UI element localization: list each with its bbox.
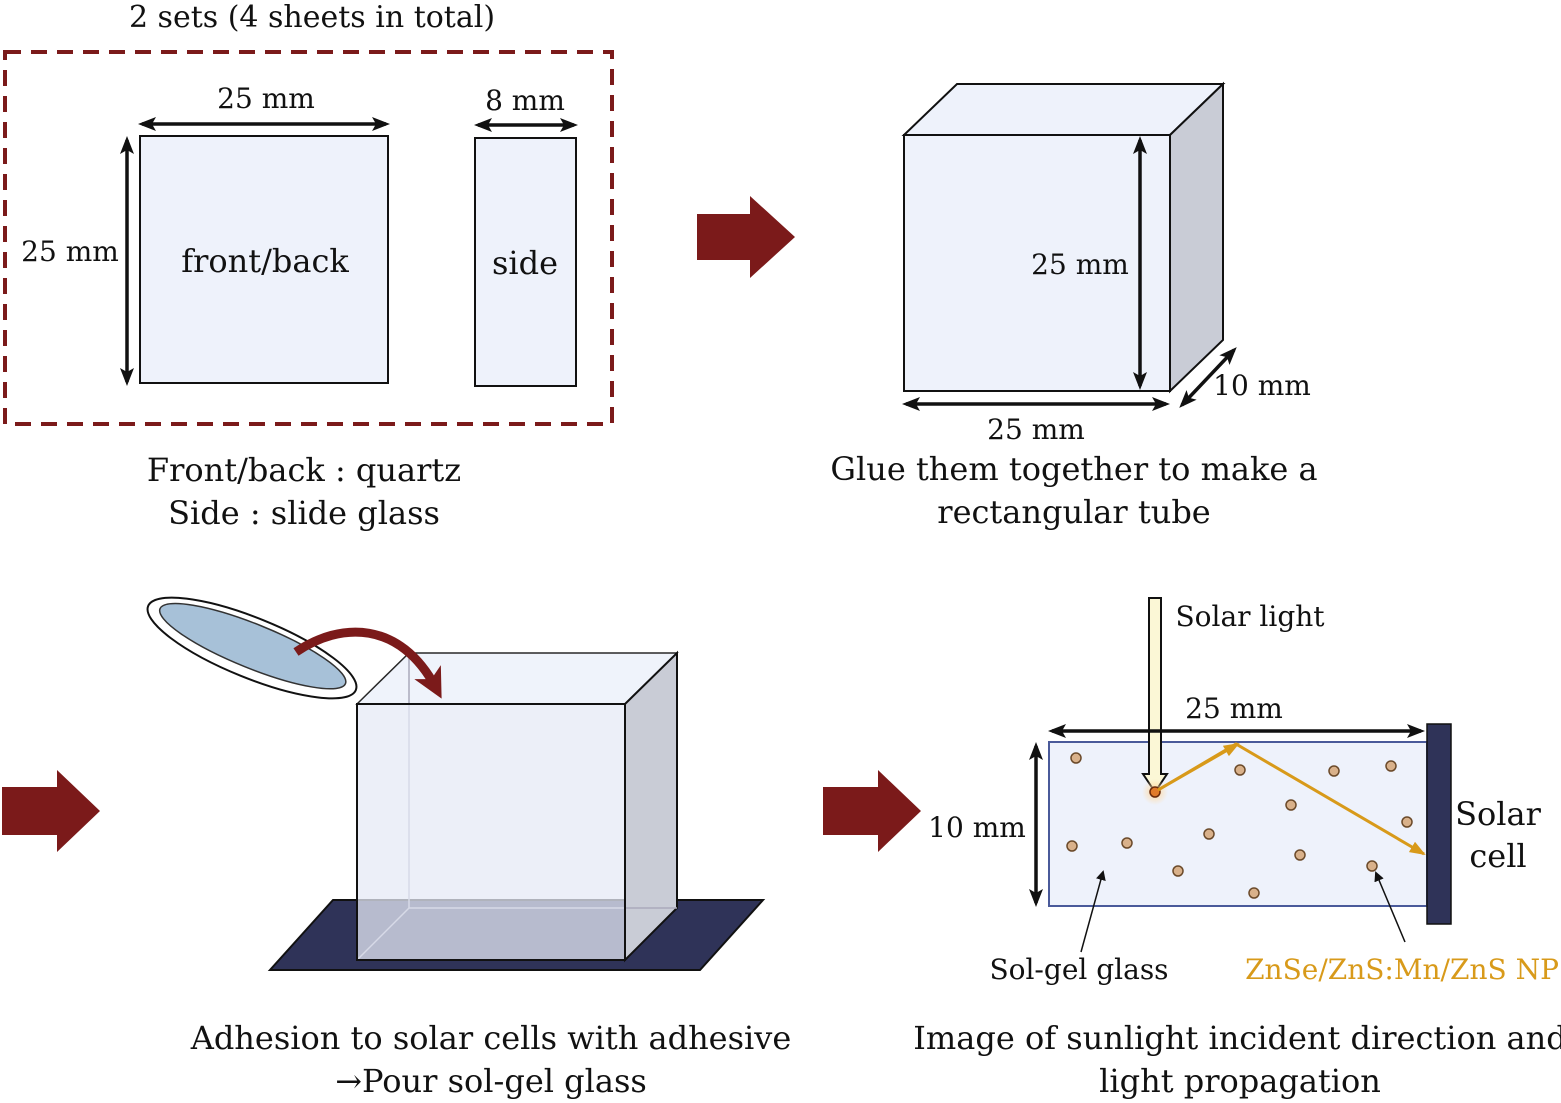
nanoparticle-pointer	[1374, 871, 1406, 943]
side-sheet	[474, 137, 577, 387]
nanoparticle-dots	[1066, 752, 1413, 899]
nanoparticle	[1172, 865, 1184, 877]
nanoparticle	[1121, 837, 1133, 849]
nanoparticle	[1285, 799, 1297, 811]
tube-height-label: 25 mm	[1031, 248, 1129, 281]
petri-dish	[146, 596, 358, 700]
panel-light-propagation: Solar light 25 mm 10 mm Sol-gel glass	[913, 597, 1561, 1100]
sheet-set-dashed-box	[3, 50, 614, 426]
step-arrow-3	[823, 770, 921, 852]
pour-curved-arrow	[293, 627, 442, 699]
nanoparticle-label: ZnSe/ZnS:Mn/ZnS NP	[1245, 953, 1559, 986]
solar-cell-label-line2: cell	[1469, 837, 1526, 875]
nanoparticle	[1234, 764, 1246, 776]
nanoparticle	[1366, 860, 1378, 872]
solar-cell-label-line1: Solar	[1455, 795, 1542, 833]
panel-sheet-dimensions: 2 sets (4 sheets in total) 25 mm 25 mm f…	[3, 0, 614, 532]
tube-depth-label: 10 mm	[1213, 369, 1311, 402]
tube-width-label: 25 mm	[987, 413, 1085, 446]
panel2-caption-line2: rectangular tube	[937, 493, 1210, 531]
block-height-label: 10 mm	[928, 811, 1026, 844]
nanoparticle	[1385, 760, 1397, 772]
nanoparticle	[1294, 849, 1306, 861]
solar-light-label: Solar light	[1175, 600, 1325, 633]
panel2-caption-line1: Glue them together to make a	[830, 450, 1317, 488]
nanoparticle	[1070, 752, 1082, 764]
tube-top-face	[901, 83, 1226, 136]
panel1-caption-line1: Front/back : quartz	[147, 451, 461, 489]
panel4-caption-line1: Image of sunlight incident direction and	[913, 1019, 1561, 1057]
nanoparticle	[1248, 887, 1260, 899]
panel3-caption-line2: →Pour sol-gel glass	[335, 1062, 647, 1100]
nanoparticle	[1203, 828, 1215, 840]
front-back-label: front/back	[181, 242, 349, 280]
panel-pour-sol-gel: Adhesion to solar cells with adhesive →P…	[146, 596, 792, 1100]
panel3-caption-line1: Adhesion to solar cells with adhesive	[190, 1019, 792, 1057]
open-tube-side-face	[624, 650, 678, 963]
side-width-label: 8 mm	[485, 84, 565, 117]
sol-gel-pointer	[1080, 870, 1106, 953]
side-label: side	[492, 244, 558, 282]
panel1-caption-line2: Side : slide glass	[168, 494, 440, 532]
sol-gel-glass-label: Sol-gel glass	[989, 953, 1168, 986]
nanoparticle	[1328, 765, 1340, 777]
set-label: 2 sets (4 sheets in total)	[129, 0, 495, 35]
panel-rectangular-tube: 25 mm 25 mm 10 mm Glue them together to …	[830, 81, 1318, 531]
solar-cell-bar	[1426, 723, 1452, 925]
emitting-nanoparticle	[1149, 786, 1161, 798]
open-tube-top-face	[355, 652, 679, 705]
open-tube-front-face	[356, 703, 626, 961]
light-path-first-arrow	[1157, 742, 1240, 792]
nanoparticle	[1066, 840, 1078, 852]
step-arrow-2	[2, 770, 100, 852]
tube-front-face	[903, 134, 1171, 392]
tube-side-face	[1169, 81, 1224, 394]
front-height-label: 25 mm	[21, 235, 119, 268]
sol-gel-liquid	[158, 602, 347, 690]
block-width-label: 25 mm	[1185, 692, 1283, 725]
tube-depth-arrow	[1179, 347, 1237, 408]
step-arrow-1	[697, 196, 795, 278]
panel4-caption-line2: light propagation	[1099, 1062, 1381, 1100]
front-width-label: 25 mm	[217, 82, 315, 115]
nanoparticle	[1401, 816, 1413, 828]
front-back-sheet	[139, 135, 389, 384]
